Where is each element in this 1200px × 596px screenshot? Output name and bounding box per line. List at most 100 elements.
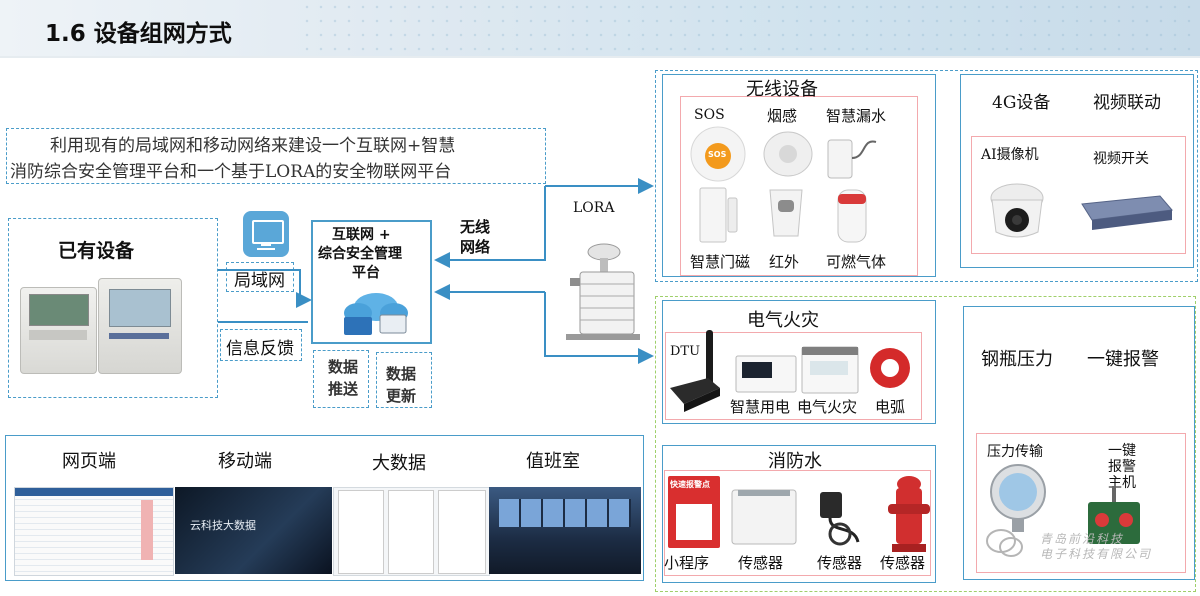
wechat-logo-watermark: [986, 529, 1023, 557]
door-label: 智慧门磁: [690, 253, 751, 271]
intro-line-2: 消防综合安全管理平台和一个基于LORA的安全物联网平台: [10, 162, 452, 182]
wireless-network-line-2: 网络: [460, 238, 491, 256]
mobile-dashboard-screenshot: [175, 487, 332, 574]
one-key-alarm-host-device: [1088, 486, 1140, 544]
infrared-sensor-device: [769, 189, 803, 237]
one-key-alarm-title: 一键报警: [1087, 349, 1159, 370]
data-update-line-1: 数据: [386, 365, 417, 383]
existing-equipment-box: [8, 218, 218, 398]
watermark-line-1: 青岛前沿科技: [1040, 532, 1125, 546]
smart-power-label: 智慧用电: [730, 398, 791, 416]
water-sensor-controller-device: [731, 489, 797, 545]
mini-program-poster-text: 快速报警点: [670, 480, 710, 489]
intro-box: [6, 128, 546, 184]
pressure-transmitter-label: 压力传输: [987, 444, 1043, 460]
electric-fire-box: [662, 300, 936, 424]
duty-room-photo: [489, 487, 641, 574]
fire-water-title: 消防水: [768, 451, 822, 472]
g4-inner-box: [971, 136, 1186, 254]
lora-gateway-image: [566, 243, 640, 340]
dtu-label: DTU: [670, 344, 701, 359]
mini-program-label: 小程序: [664, 554, 710, 572]
clients-box: [5, 435, 644, 581]
cylinder-pressure-title: 钢瓶压力: [981, 349, 1053, 370]
video-switch-device: [1081, 195, 1173, 230]
header-bar: [0, 0, 1200, 56]
g4-title: 4G设备: [992, 93, 1051, 113]
gas-label: 可燃气体: [826, 253, 887, 271]
mobile-caption: 云科技大数据: [190, 519, 256, 532]
electric-water-group-outer: [655, 296, 1196, 592]
electric-inner-box: [665, 332, 922, 420]
client-mobile-label: 移动端: [218, 451, 272, 472]
platform-box: [311, 220, 432, 344]
fire-hydrant-device: [888, 476, 930, 552]
video-switch-label: 视频开关: [1093, 151, 1149, 167]
water-pressure-sensor-device: [820, 492, 860, 546]
pressure-inner-box: [976, 433, 1186, 573]
ai-camera-label: AI摄像机: [981, 147, 1039, 163]
smart-power-device: [735, 355, 797, 393]
water-inner-box: [664, 470, 931, 576]
lan-icon: [243, 211, 289, 257]
intro-line-1: 利用现有的局域网和移动网络来建设一个互联网+智慧: [50, 136, 456, 156]
wireless-title: 无线设备: [746, 79, 818, 100]
water-leak-sensor-device: [827, 139, 877, 179]
data-update-line-2: 更新: [386, 387, 417, 405]
electric-fire-detector-device: [801, 346, 859, 394]
sos-button-device: [690, 126, 746, 182]
fire-control-cabinet-image: [20, 287, 97, 374]
electric-fire-title: 电气火灾: [747, 310, 819, 331]
fire-water-box: [662, 445, 936, 583]
feedback-label: 信息反馈: [226, 339, 294, 359]
smoke-detector-device: [763, 131, 813, 177]
sensor-label-1: 传感器: [738, 554, 784, 572]
data-push-box: [313, 350, 369, 408]
cloud-computing-icon: [344, 293, 408, 335]
wireless-devices-box: [662, 74, 936, 277]
platform-line-2: 综合安全管理: [318, 246, 402, 262]
dtu-device: [670, 330, 720, 412]
bigdata-phone-screenshots: [333, 487, 490, 576]
platform-line-3: 平台: [352, 265, 380, 281]
platform-line-1: 互联网 +: [332, 227, 391, 243]
pressure-transmitter-device: [990, 464, 1046, 532]
wireless-inner-box: [680, 96, 918, 276]
alarm-host-line-2: 报警: [1108, 459, 1136, 475]
page-title: 1.6 设备组网方式: [45, 21, 232, 47]
ai-camera-device: [990, 183, 1044, 238]
gas-detector-device: [837, 189, 867, 243]
wireless-group-outer: [655, 70, 1198, 282]
video-link-title: 视频联动: [1093, 93, 1161, 113]
wireless-network-line-1: 无线: [460, 218, 491, 236]
alarm-host-line-1: 一键: [1108, 443, 1136, 459]
smoke-label: 烟感: [767, 107, 798, 125]
arc-detector-device: [870, 348, 910, 388]
data-update-box: [376, 352, 432, 408]
sos-button-text: SOS: [708, 150, 727, 159]
client-bigdata-label: 大数据: [372, 453, 426, 474]
client-duty-label: 值班室: [526, 451, 580, 472]
data-push-line-1: 数据: [328, 358, 359, 376]
mini-program-poster-image: [668, 476, 720, 548]
sos-label: SOS: [694, 107, 725, 123]
fire-alarm-controller-image: [98, 278, 182, 374]
arc-label: 电弧: [875, 398, 906, 416]
data-push-line-2: 推送: [328, 380, 359, 398]
g4-devices-box: [960, 74, 1194, 268]
existing-equipment-title: 已有设备: [58, 240, 135, 262]
feedback-label-box: [220, 329, 302, 361]
lora-label: LORA: [573, 200, 615, 216]
lan-label: 局域网: [234, 271, 285, 291]
leak-label: 智慧漏水: [826, 107, 887, 125]
client-web-label: 网页端: [62, 451, 116, 472]
door-sensor-device: [699, 187, 738, 243]
sensor-label-3: 传感器: [880, 554, 926, 572]
header-divider: [0, 56, 1200, 58]
sensor-label-2: 传感器: [817, 554, 863, 572]
electric-fire-label: 电气火灾: [797, 398, 858, 416]
watermark-line-2: 电子科技有限公司: [1040, 547, 1153, 561]
pressure-alarm-box: [963, 306, 1195, 580]
infrared-label: 红外: [769, 253, 800, 271]
web-dashboard-screenshot: [14, 487, 174, 576]
